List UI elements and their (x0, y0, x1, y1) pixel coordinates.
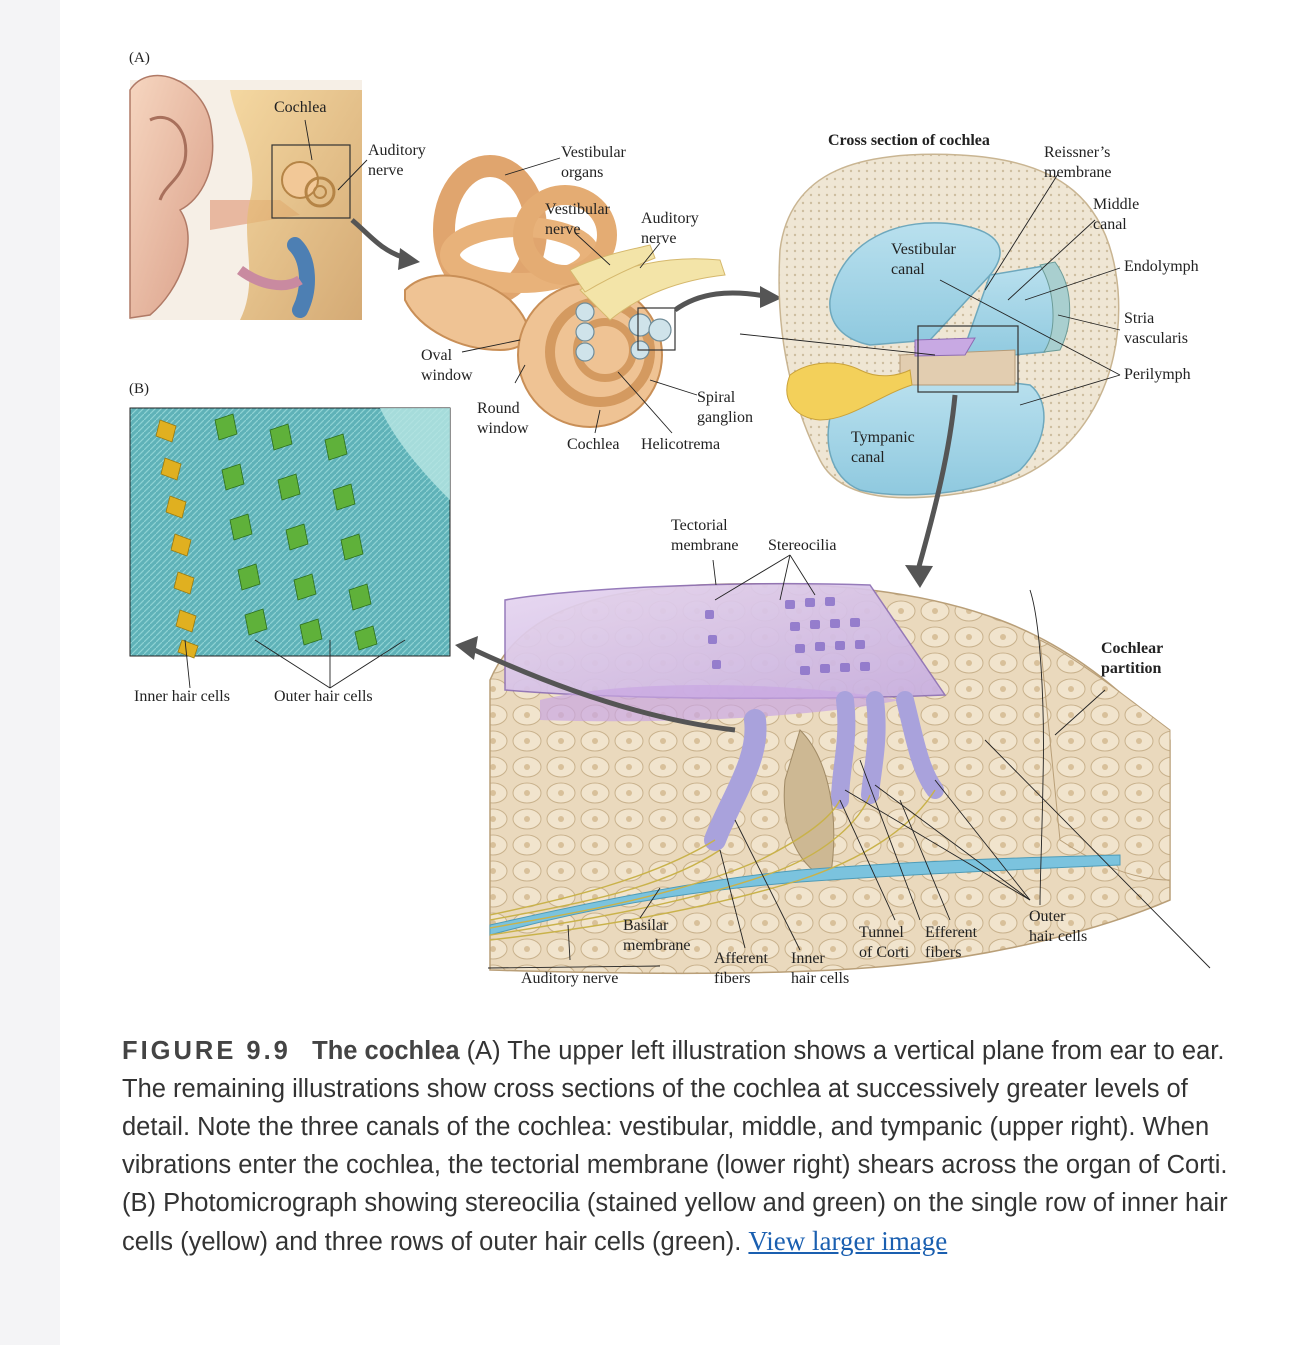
label-inner-hair-cells-micrograph: Inner hair cells (134, 688, 230, 705)
figure-caption: FIGURE 9.9 The cochlea (A) The upper lef… (122, 1032, 1242, 1261)
organ-of-corti-illustration (455, 554, 1211, 975)
label-cross-section-title: Cross section of cochlea (828, 132, 990, 149)
label-endolymph: Endolymph (1124, 258, 1199, 275)
inner-ear-illustration (404, 155, 782, 434)
panel-b-label: (B) (129, 381, 149, 397)
label-perilymph: Perilymph (1124, 366, 1191, 383)
view-larger-image-link[interactable]: View larger image (748, 1226, 948, 1256)
label-cochlea-inner: Cochlea (567, 436, 620, 453)
panel-a-label: (A) (129, 50, 150, 66)
cochlea-figure-illustration (129, 74, 1211, 975)
cochlea-cross-section (739, 153, 1121, 588)
caption-text: (A) The upper left illustration shows a … (122, 1037, 1228, 1256)
figure-number: FIGURE 9.9 (122, 1037, 291, 1065)
label-stereocilia: Stereocilia (768, 537, 837, 554)
label-cochlea-ear: Cochlea (274, 99, 327, 116)
hair-cell-micrograph (129, 407, 451, 689)
ear-illustration (129, 74, 420, 320)
figure-title: The cochlea (312, 1037, 460, 1065)
label-auditory-nerve-corti: Auditory nerve (521, 970, 619, 987)
label-helicotrema: Helicotrema (641, 436, 721, 453)
label-outer-hair-cells-micrograph: Outer hair cells (274, 688, 373, 705)
